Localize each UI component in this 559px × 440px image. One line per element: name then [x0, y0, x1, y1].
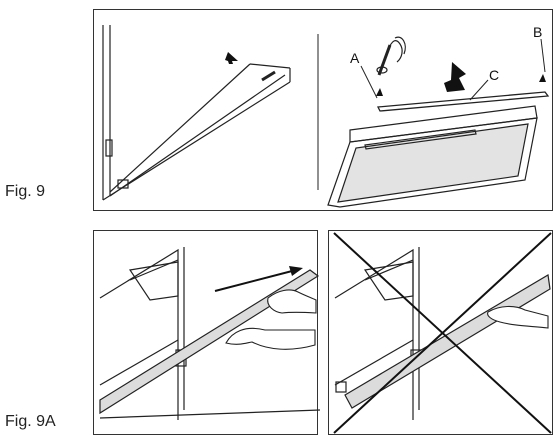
- press-arrow-icon: [225, 52, 238, 64]
- callout-b: B: [533, 24, 542, 40]
- door-removed-illustration: [328, 106, 537, 207]
- callout-c: C: [489, 67, 499, 83]
- screw-arrow-b-icon: [539, 74, 546, 82]
- callout-a: A: [350, 50, 360, 66]
- callout-b-leader: [541, 39, 545, 72]
- insert-arrowhead-icon: [289, 266, 303, 276]
- oven-open-door-illustration: [103, 25, 290, 200]
- hand-right-illustration: [488, 306, 548, 328]
- screwdriver-hand-illustration: [377, 37, 405, 75]
- callout-a-leader: [361, 66, 377, 98]
- lift-arrow-icon: [444, 62, 466, 92]
- door-glass-panel-tilted: [345, 275, 550, 408]
- screw-arrow-a-icon: [376, 88, 383, 96]
